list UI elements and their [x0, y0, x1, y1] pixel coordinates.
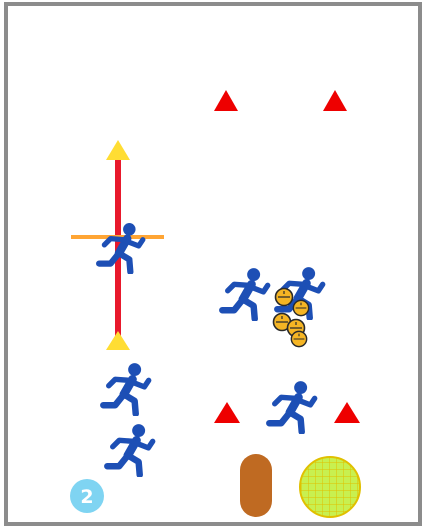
- step-number-badge: 2: [70, 479, 104, 513]
- round-net-icon: [300, 457, 360, 517]
- ball-icon: [293, 300, 308, 315]
- ball-icon: [276, 289, 293, 306]
- ball-icon: [291, 331, 306, 346]
- field-frame: [6, 4, 420, 524]
- mat-icon: [240, 454, 272, 517]
- step-number-label: 2: [80, 486, 93, 508]
